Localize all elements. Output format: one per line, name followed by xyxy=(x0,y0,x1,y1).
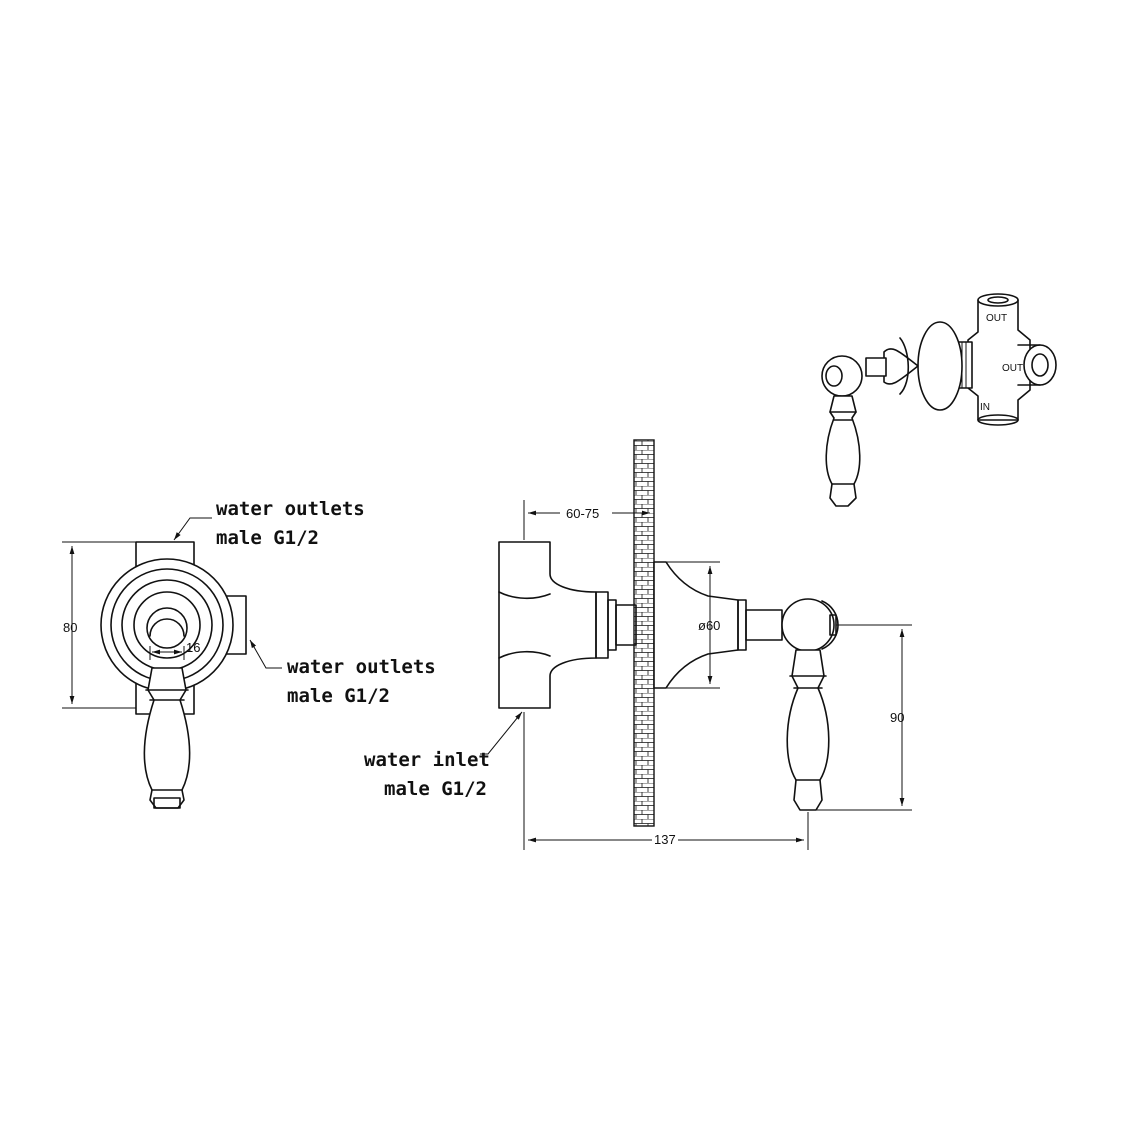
dim-137: 137 xyxy=(654,832,676,847)
dim-60-75: 60-75 xyxy=(566,506,599,521)
iso-port-out-top: OUT xyxy=(986,313,1007,324)
iso-port-in: IN xyxy=(980,402,990,413)
spindle xyxy=(745,609,783,641)
side-view: 60-75 ø60 90 137 water inlet male G1/2 xyxy=(364,439,912,850)
iso-port-out-side: OUT xyxy=(1002,363,1023,374)
handle-boss xyxy=(133,591,201,659)
dim-diameter-60: ø60 xyxy=(698,618,720,633)
label-outlets-top-1: water outlets xyxy=(216,498,365,520)
iso-top-outlet xyxy=(977,293,1019,307)
flange-bell xyxy=(653,561,739,689)
iso-lever-handle xyxy=(825,395,861,507)
side-lever-handle xyxy=(786,649,830,811)
hot-cold-indicator xyxy=(149,618,185,637)
valve-body-side xyxy=(498,541,597,709)
iso-flange xyxy=(917,321,963,411)
label-outlets-right-1: water outlets xyxy=(287,656,436,678)
wall-section xyxy=(633,439,655,827)
front-view: 80 16 water outlets male G1/2 water outl… xyxy=(62,498,436,809)
dim-height-80: 80 xyxy=(63,620,77,635)
iso-side-outlet xyxy=(1023,344,1057,386)
dim-16: 16 xyxy=(186,640,200,655)
iso-view: OUT OUT IN xyxy=(821,293,1057,507)
label-inlet-2: male G1/2 xyxy=(384,778,487,800)
handle-ball-side xyxy=(781,598,835,652)
handle-ball xyxy=(146,607,188,649)
label-outlets-top-2: male G1/2 xyxy=(216,527,319,549)
label-outlets-right-2: male G1/2 xyxy=(287,685,390,707)
front-lever-handle xyxy=(143,667,191,809)
dim-90: 90 xyxy=(890,710,904,725)
label-inlet-1: water inlet xyxy=(364,749,490,771)
